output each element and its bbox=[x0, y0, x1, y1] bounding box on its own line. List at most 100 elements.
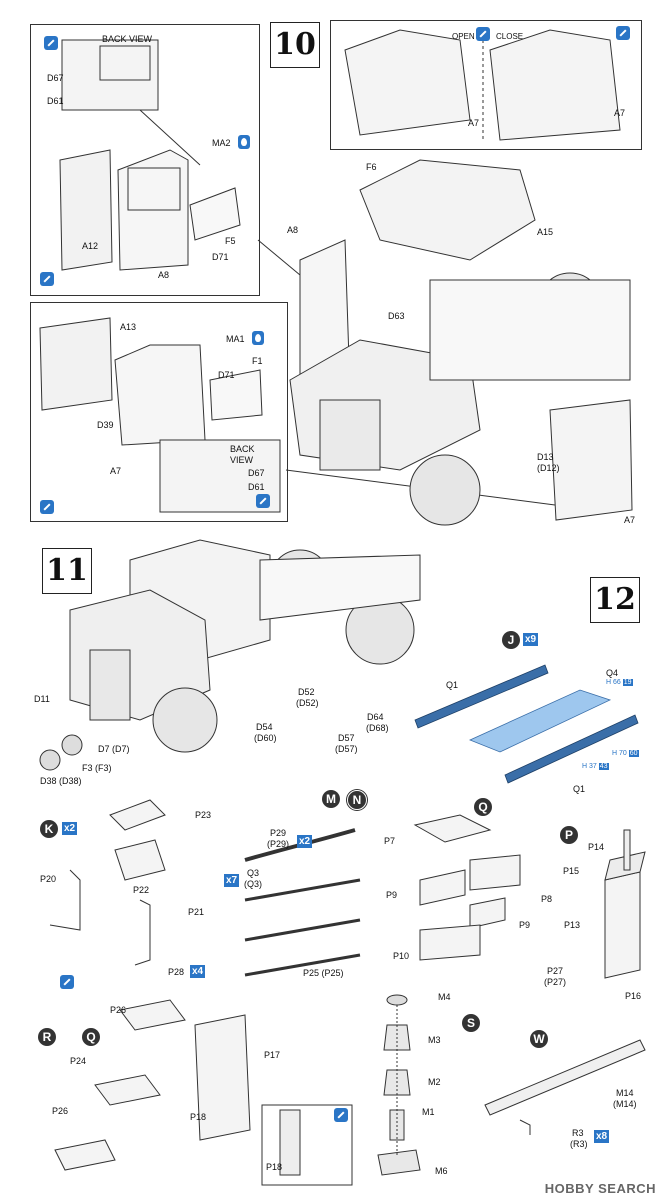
label-d11: D11 bbox=[34, 694, 50, 704]
tool-icon-6 bbox=[334, 1108, 348, 1122]
sprue-letter-w: W bbox=[530, 1030, 548, 1048]
label-m14: M14 bbox=[616, 1088, 634, 1098]
label-d68: (D68) bbox=[366, 723, 389, 733]
label-p18-b: P18 bbox=[266, 1162, 283, 1172]
label-p25: P25 (P25) bbox=[303, 968, 344, 978]
label-d67-b: D67 bbox=[248, 468, 265, 478]
label-m4: M4 bbox=[438, 992, 451, 1002]
label-q1-a: Q1 bbox=[446, 680, 459, 690]
label-a7-a: A7 bbox=[110, 466, 122, 476]
label-d13: D13 bbox=[537, 452, 554, 462]
sprue-letter-j: J bbox=[502, 631, 520, 649]
open-label: OPEN bbox=[452, 32, 475, 41]
label-p18-a: P18 bbox=[190, 1112, 207, 1122]
sprue-letter-r: R bbox=[38, 1028, 56, 1046]
label-p29: P29 bbox=[270, 828, 287, 838]
sprue-letter-q: Q bbox=[474, 798, 492, 816]
label-d54: D54 bbox=[256, 722, 273, 732]
label-f6: F6 bbox=[366, 162, 377, 172]
label-r3: R3 bbox=[572, 1128, 584, 1138]
step-12-number: 12 bbox=[590, 577, 640, 623]
glue-icon bbox=[60, 975, 74, 989]
sprue-letter-s: S bbox=[462, 1014, 480, 1032]
label-d67-a: D67 bbox=[47, 73, 64, 83]
label-a8-a: A8 bbox=[158, 270, 170, 280]
label-p20: P20 bbox=[40, 874, 57, 884]
label-p10: P10 bbox=[393, 951, 410, 961]
watermark-logo: HOBBY SEARCH bbox=[544, 1181, 656, 1196]
label-d57: D57 bbox=[338, 733, 355, 743]
label-p27b: (P27) bbox=[544, 977, 567, 987]
label-d7: D7 (D7) bbox=[98, 744, 130, 754]
label-d52: D52 bbox=[298, 687, 315, 697]
label-d38: D38 (D38) bbox=[40, 776, 82, 786]
label-a7-b: A7 bbox=[624, 515, 636, 525]
label-f1: F1 bbox=[252, 356, 263, 366]
label-q4: Q4 bbox=[606, 668, 619, 678]
label-p22: P22 bbox=[133, 885, 150, 895]
sprue-letter-q-2: Q bbox=[82, 1028, 100, 1046]
step-10-number: 10 bbox=[270, 22, 320, 68]
color-code-1: H 66 19 bbox=[606, 679, 633, 686]
paint-drop-icon-2 bbox=[252, 331, 264, 345]
label-p16: P16 bbox=[625, 991, 642, 1001]
label-d61-b: D61 bbox=[248, 482, 265, 492]
label-a13: A13 bbox=[120, 322, 137, 332]
label-d61-a: D61 bbox=[47, 96, 64, 106]
label-r3b: (R3) bbox=[570, 1139, 588, 1149]
label-a12: A12 bbox=[82, 241, 99, 251]
label-d71-b: D71 bbox=[218, 370, 235, 380]
label-m1: M1 bbox=[422, 1107, 435, 1117]
label-m6: M6 bbox=[435, 1166, 448, 1176]
label-p26-b: P26 bbox=[52, 1106, 69, 1116]
sprue-letter-p: P bbox=[560, 826, 578, 844]
label-q3b: (Q3) bbox=[244, 879, 262, 889]
label-m2: M2 bbox=[428, 1077, 441, 1087]
label-d64: D64 bbox=[367, 712, 384, 722]
label-d63: D63 bbox=[388, 311, 405, 321]
count-badge-p28: x4 bbox=[190, 965, 206, 978]
count-badge-r3: x8 bbox=[594, 1130, 610, 1143]
label-p15: P15 bbox=[563, 866, 580, 876]
close-label: CLOSE bbox=[496, 32, 524, 41]
label-p24: P24 bbox=[70, 1056, 87, 1066]
label-f5: F5 bbox=[225, 236, 236, 246]
count-badge-p29: x2 bbox=[297, 835, 313, 848]
tool-icon-4 bbox=[256, 494, 270, 508]
label-p17: P17 bbox=[264, 1050, 281, 1060]
count-badge-q3: x7 bbox=[224, 874, 240, 887]
label-p8: P8 bbox=[541, 894, 553, 904]
tool-icon-5 bbox=[616, 26, 630, 40]
step-11-number: 11 bbox=[42, 548, 92, 594]
paint-drop-icon-1 bbox=[238, 135, 250, 149]
label-m14b: (M14) bbox=[613, 1099, 637, 1109]
label-q3: Q3 bbox=[247, 868, 260, 878]
tool-icon-1 bbox=[44, 36, 58, 50]
label-p7: P7 bbox=[384, 836, 396, 846]
label-a7-open: A7 bbox=[468, 118, 480, 128]
label-d57b: (D57) bbox=[335, 744, 358, 754]
open-close-toggle-icon bbox=[476, 27, 490, 41]
label-ma2: MA2 bbox=[212, 138, 231, 148]
label-ma1: MA1 bbox=[226, 334, 245, 344]
tool-icon-3 bbox=[40, 500, 54, 514]
tool-icon-2 bbox=[40, 272, 54, 286]
label-p21: P21 bbox=[188, 907, 205, 917]
sprue-letter-n: N bbox=[347, 790, 367, 810]
label-q1-b: Q1 bbox=[573, 784, 586, 794]
sprue-letter-m: M bbox=[322, 790, 340, 808]
label-p29b: (P29) bbox=[267, 839, 290, 849]
color-code-2: H 70 60 bbox=[612, 750, 639, 757]
count-badge-j: x9 bbox=[523, 633, 539, 646]
count-badge-k: x2 bbox=[62, 822, 78, 835]
label-a7-close: A7 bbox=[614, 108, 626, 118]
back-view-label-2: BACK bbox=[230, 444, 255, 454]
label-d39: D39 bbox=[97, 420, 114, 430]
label-d60: (D60) bbox=[254, 733, 277, 743]
label-p9-a: P9 bbox=[386, 890, 398, 900]
label-p14: P14 bbox=[588, 842, 605, 852]
label-f3: F3 (F3) bbox=[82, 763, 112, 773]
color-code-3: H 37 43 bbox=[582, 763, 609, 770]
back-view-label: BACK VIEW bbox=[102, 34, 153, 44]
